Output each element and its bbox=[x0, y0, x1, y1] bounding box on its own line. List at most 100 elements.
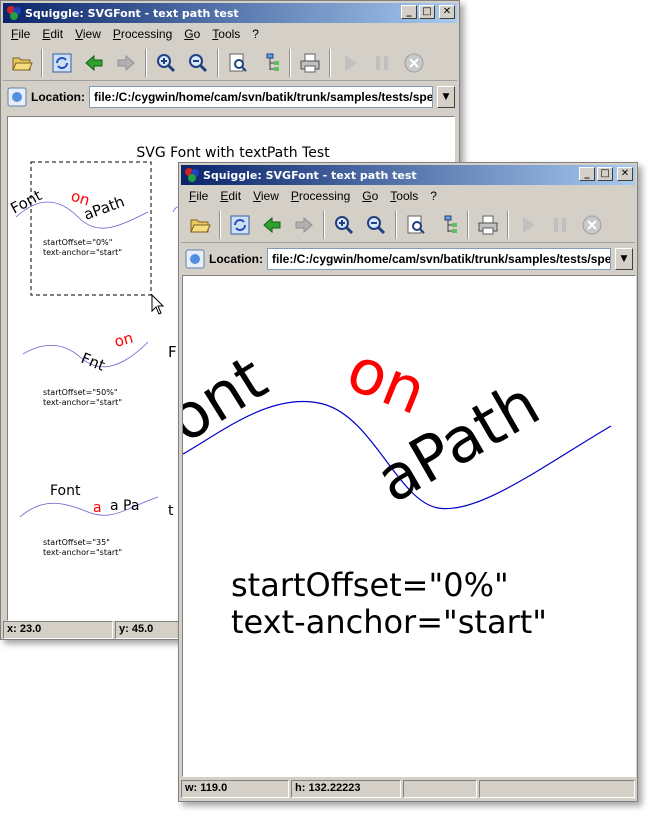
forward-arrow-icon bbox=[295, 216, 313, 233]
squiggle-logo-icon bbox=[7, 6, 21, 20]
menu-help[interactable]: ? bbox=[252, 27, 259, 41]
dom-viewer-button[interactable] bbox=[257, 50, 283, 76]
stop-button[interactable] bbox=[579, 212, 605, 238]
find-icon bbox=[407, 215, 425, 234]
print-icon bbox=[478, 215, 498, 234]
reload-button[interactable] bbox=[49, 50, 75, 76]
location-input[interactable]: file:/C:/cygwin/home/cam/svn/batik/trunk… bbox=[267, 248, 611, 270]
window-title: Squiggle: SVGFont - text path test bbox=[203, 168, 417, 182]
location-bar: Location: file:/C:/cygwin/home/cam/svn/b… bbox=[181, 245, 635, 273]
print-button[interactable] bbox=[475, 212, 501, 238]
forward-arrow-icon bbox=[117, 54, 135, 71]
menu-go[interactable]: Go bbox=[362, 189, 379, 203]
toolbar-separator bbox=[219, 210, 221, 239]
play-button[interactable] bbox=[337, 50, 363, 76]
zoom-in-icon bbox=[335, 215, 354, 234]
status-empty bbox=[403, 780, 477, 798]
minimize-button[interactable]: _ bbox=[579, 167, 595, 181]
canvas-title: SVG Font with textPath Test bbox=[136, 145, 330, 161]
toolbar-separator bbox=[145, 48, 147, 77]
minimize-button[interactable]: _ bbox=[401, 5, 417, 19]
menu-processing[interactable]: Processing bbox=[112, 27, 173, 41]
status-bar: w: 119.0 h: 132.22223 bbox=[181, 780, 635, 798]
pause-button[interactable] bbox=[369, 50, 395, 76]
zoom-out-button[interactable] bbox=[363, 212, 389, 238]
pause-button[interactable] bbox=[547, 212, 573, 238]
menu-go[interactable]: Go bbox=[184, 27, 201, 41]
pause-icon bbox=[554, 217, 566, 232]
dom-tree-icon bbox=[266, 53, 279, 71]
find-button[interactable] bbox=[403, 212, 429, 238]
close-button[interactable]: ✕ bbox=[617, 167, 633, 181]
text-path-curve bbox=[15, 201, 149, 229]
location-input[interactable]: file:/C:/cygwin/home/cam/svn/batik/trunk… bbox=[89, 86, 433, 108]
open-folder-icon bbox=[190, 219, 211, 232]
status-x: x: 23.0 bbox=[3, 621, 113, 639]
menu-edit[interactable]: Edit bbox=[220, 189, 242, 203]
zoom-out-icon bbox=[367, 215, 386, 234]
path-text-on: on bbox=[337, 332, 436, 429]
stop-icon bbox=[582, 215, 602, 234]
path-text-ont: ont bbox=[183, 341, 279, 457]
close-button[interactable]: ✕ bbox=[439, 5, 455, 19]
print-button[interactable] bbox=[297, 50, 323, 76]
path-text-font: Font bbox=[50, 483, 81, 499]
menu-processing[interactable]: Processing bbox=[290, 189, 351, 203]
svg-document: SVG Font with textPath Test Font on aPat… bbox=[8, 145, 330, 557]
zoom-out-icon bbox=[189, 53, 208, 72]
open-folder-icon bbox=[12, 57, 33, 70]
menu-edit[interactable]: Edit bbox=[42, 27, 64, 41]
toolbar-separator bbox=[289, 48, 291, 77]
back-button[interactable] bbox=[259, 212, 285, 238]
front-window: Squiggle: SVGFont - text path test _ □ ✕… bbox=[178, 162, 638, 802]
forward-button[interactable] bbox=[291, 212, 317, 238]
zoom-out-button[interactable] bbox=[185, 50, 211, 76]
zoom-in-button[interactable] bbox=[331, 212, 357, 238]
menu-view[interactable]: View bbox=[75, 27, 101, 41]
window-controls: _ □ ✕ bbox=[401, 5, 455, 19]
menu-bar: File Edit View Processing Go Tools ? bbox=[3, 24, 457, 44]
sample-label-anchor: text-anchor="start" bbox=[43, 398, 122, 407]
path-text-a: a bbox=[93, 500, 102, 516]
maximize-button[interactable]: □ bbox=[597, 167, 613, 181]
zoom-in-button[interactable] bbox=[153, 50, 179, 76]
menu-file[interactable]: File bbox=[11, 27, 31, 41]
maximize-button[interactable]: □ bbox=[419, 5, 435, 19]
stop-button[interactable] bbox=[401, 50, 427, 76]
toolbar-separator bbox=[41, 48, 43, 77]
status-bar: x: 23.0 y: 45.0 bbox=[3, 621, 457, 639]
menu-bar: File Edit View Processing Go Tools ? bbox=[181, 186, 635, 206]
location-dropdown-button[interactable]: ▼ bbox=[437, 86, 455, 108]
toolbar bbox=[3, 45, 457, 81]
text-path-curve bbox=[183, 400, 612, 510]
svg-canvas-zoomed[interactable]: ont on aPath startOffset="0%" text-ancho… bbox=[182, 275, 636, 777]
reload-button[interactable] bbox=[227, 212, 253, 238]
toolbar-separator bbox=[507, 210, 509, 239]
menu-view[interactable]: View bbox=[253, 189, 279, 203]
stop-icon bbox=[404, 53, 424, 72]
text-path-curve bbox=[19, 496, 159, 518]
menu-file[interactable]: File bbox=[189, 189, 209, 203]
back-button[interactable] bbox=[81, 50, 107, 76]
title-bar[interactable]: Squiggle: SVGFont - text path test _ □ ✕ bbox=[3, 3, 457, 23]
location-dropdown-button[interactable]: ▼ bbox=[615, 248, 633, 270]
path-text-fnt: Fnt bbox=[79, 349, 108, 375]
toolbar-separator bbox=[217, 48, 219, 77]
back-arrow-icon bbox=[263, 216, 281, 233]
menu-tools[interactable]: Tools bbox=[212, 27, 241, 41]
toolbar bbox=[181, 207, 635, 243]
open-button[interactable] bbox=[9, 50, 35, 76]
toolbar-separator bbox=[329, 48, 331, 77]
menu-help[interactable]: ? bbox=[430, 189, 437, 203]
play-button[interactable] bbox=[515, 212, 541, 238]
mouse-cursor-icon bbox=[151, 293, 165, 315]
title-bar[interactable]: Squiggle: SVGFont - text path test _ □ ✕ bbox=[181, 165, 635, 185]
menu-tools[interactable]: Tools bbox=[390, 189, 419, 203]
location-icon bbox=[185, 249, 205, 269]
forward-button[interactable] bbox=[113, 50, 139, 76]
pause-icon bbox=[376, 55, 388, 70]
open-button[interactable] bbox=[187, 212, 213, 238]
selection-rectangle bbox=[30, 161, 152, 296]
find-button[interactable] bbox=[225, 50, 251, 76]
dom-viewer-button[interactable] bbox=[435, 212, 461, 238]
